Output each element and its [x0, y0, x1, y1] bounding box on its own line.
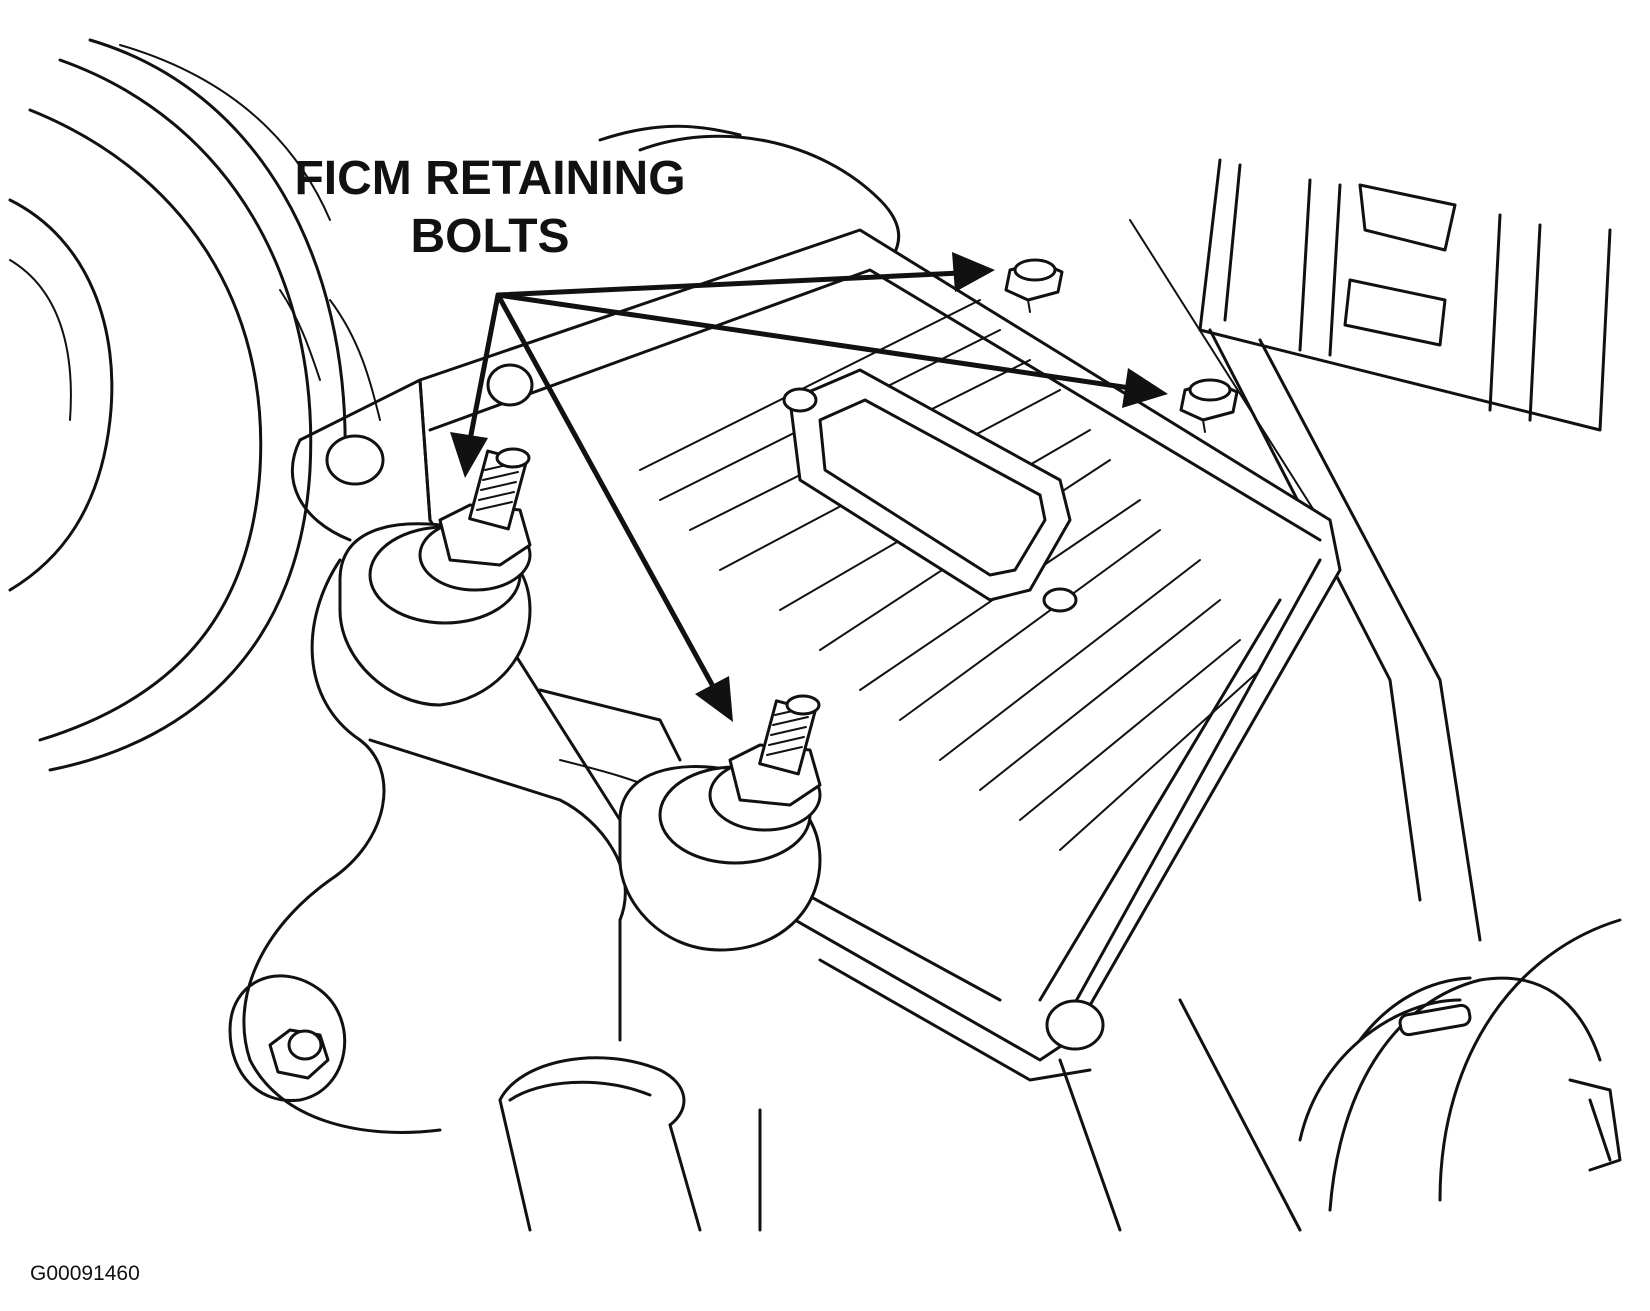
intake-runner [1129, 158, 1612, 942]
lower-left-bolt [228, 974, 347, 1103]
callout-line-1: FICM RETAINING [294, 152, 686, 205]
hose-clamp [1298, 918, 1622, 1212]
arrow-icon [450, 432, 488, 478]
arrow-to-upper-right-bolt [495, 270, 963, 298]
boss-left [325, 434, 385, 486]
arrow-icon [1122, 368, 1168, 408]
upper-housing [279, 124, 901, 421]
arrow-icon [695, 676, 733, 722]
center-stud-mount [618, 694, 822, 952]
hex-bolt-icon [287, 1029, 323, 1061]
callout-line-2: BOLTS [410, 210, 570, 263]
callout-label: FICM RETAINING BOLTS [200, 150, 780, 266]
hex-bolt-icon [1027, 299, 1031, 313]
boss-upper [486, 363, 534, 407]
upper-right-bolt [1004, 258, 1064, 313]
left-stud-mount [338, 447, 532, 707]
lower-casting [242, 378, 1302, 1232]
far-right-bolt [1179, 378, 1239, 433]
arrow-icon [952, 252, 995, 292]
pulley-arcs [8, 38, 347, 772]
arrow-to-far-right-bolt [495, 292, 1133, 391]
callout-arrows [450, 252, 1168, 722]
arrow-to-center-stud [495, 292, 718, 693]
lower-tube [498, 1056, 762, 1232]
arrow-to-left-stud [467, 292, 501, 443]
hex-bolt-icon [1202, 419, 1206, 433]
figure-id: G00091460 [30, 1262, 140, 1285]
boss-lower-right [1045, 999, 1105, 1051]
